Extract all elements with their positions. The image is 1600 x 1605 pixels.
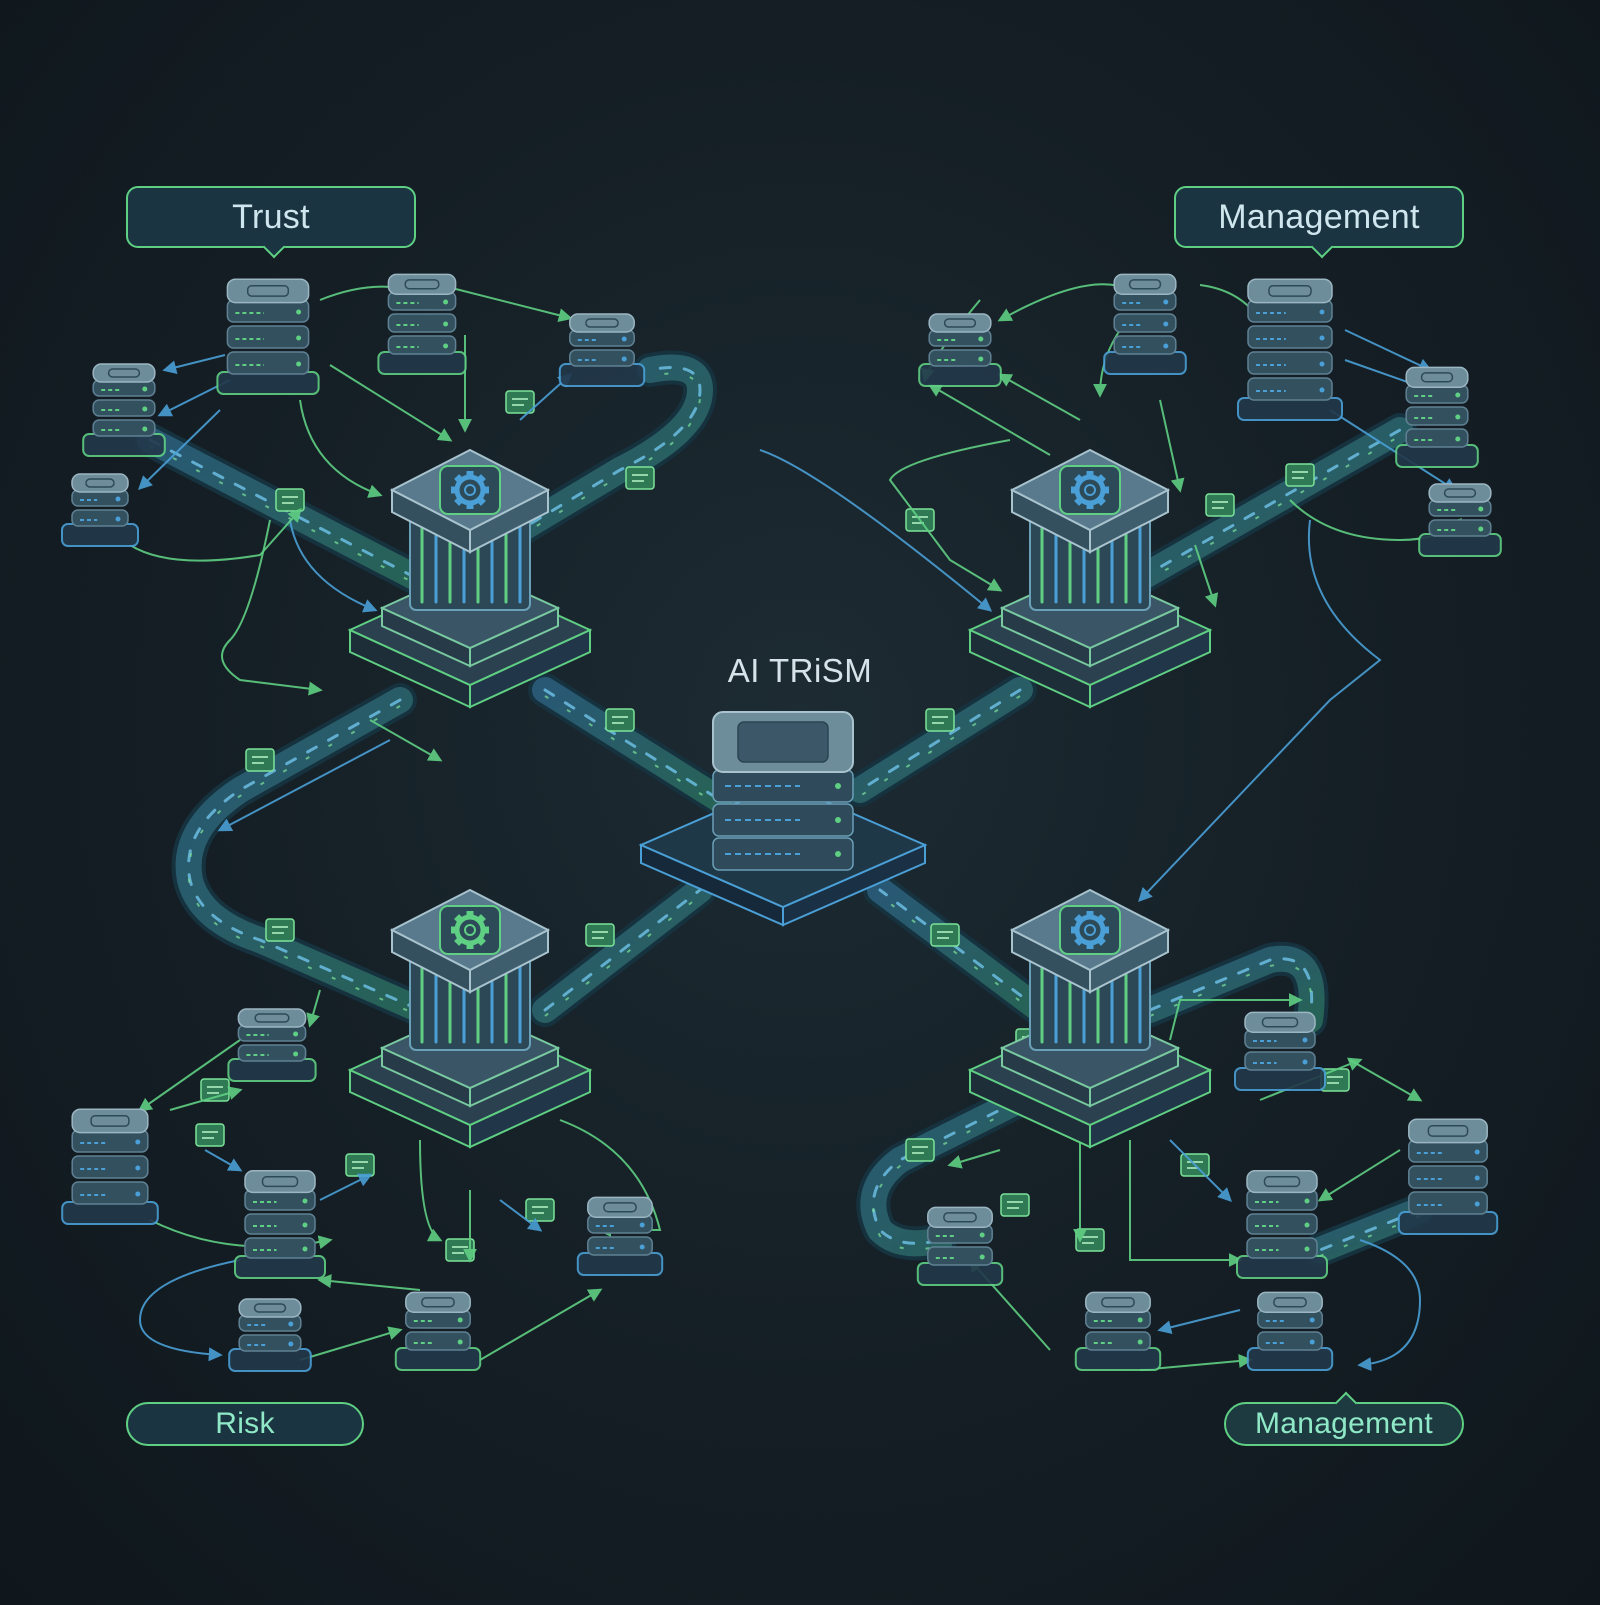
server-icon (62, 1109, 158, 1224)
management-label-bottom: Management (1224, 1402, 1464, 1446)
connector-arrow (1170, 1140, 1230, 1200)
diagram-title: AI TRiSM (690, 652, 910, 690)
server-icon (396, 1292, 480, 1370)
risk-label: Risk (126, 1402, 364, 1446)
connector-arrow (205, 1150, 240, 1170)
server-icon (1396, 367, 1478, 467)
management-label-top-text: Management (1218, 198, 1419, 237)
gear-icon (1060, 906, 1120, 954)
connector-arrow (330, 365, 450, 440)
server-icon (1237, 1171, 1327, 1278)
server-icon (235, 1171, 325, 1278)
data-packet (526, 1199, 554, 1221)
data-packet (1286, 464, 1314, 486)
pillar-management-bottom (970, 890, 1210, 1147)
connector-arrow (480, 1290, 600, 1360)
server-icon (1248, 1292, 1332, 1370)
pipeline-left-loop (189, 700, 420, 1016)
server-icon (1076, 1292, 1160, 1370)
connector-arrow (320, 1175, 370, 1200)
server-icon (1238, 279, 1342, 420)
trust-label: Trust (126, 186, 416, 248)
server-icon (228, 1009, 315, 1081)
gear-icon (440, 906, 500, 954)
pipeline-center-tl (545, 690, 720, 806)
management-label-top: Management (1174, 186, 1464, 248)
connector-arrow (300, 1330, 400, 1360)
connector-arrow (140, 1260, 240, 1355)
connector-arrow (1000, 375, 1080, 420)
data-packet (266, 919, 294, 941)
connector-arrow (300, 400, 380, 495)
connector-arrow (310, 990, 320, 1025)
data-packet (931, 924, 959, 946)
data-packet (1206, 494, 1234, 516)
server-icon (578, 1197, 662, 1275)
server-icon (560, 314, 644, 386)
data-packet (246, 749, 274, 771)
data-packet (606, 709, 634, 731)
data-packet (276, 489, 304, 511)
data-packet (626, 467, 654, 489)
risk-label-text: Risk (215, 1407, 275, 1441)
server-icon (217, 279, 318, 394)
gear-icon (1060, 466, 1120, 514)
server-icon (1399, 1119, 1497, 1234)
connector-arrow (320, 1280, 420, 1290)
server-icon (378, 274, 465, 374)
connector-arrow (165, 355, 225, 370)
connector-arrow (950, 1150, 1000, 1165)
data-packet (196, 1124, 224, 1146)
connector-arrow (222, 520, 320, 690)
nodes (62, 274, 1501, 1371)
connector-arrow (440, 285, 570, 318)
server-icon (229, 1299, 311, 1371)
server-icon (83, 364, 165, 456)
server-icon (1419, 484, 1501, 556)
data-packet (906, 1139, 934, 1161)
pipeline-center-tr (860, 690, 1020, 796)
server-icon (919, 314, 1001, 386)
connector-arrow (1360, 1240, 1420, 1365)
connector-arrow (760, 450, 990, 610)
data-packet (926, 709, 954, 731)
data-packet (586, 924, 614, 946)
server-icon (1235, 1012, 1325, 1090)
gear-icon (440, 466, 500, 514)
pipeline-trust-left (150, 440, 420, 586)
data-packet (346, 1154, 374, 1176)
server-icon (1104, 274, 1186, 374)
connector-arrow (420, 1140, 440, 1240)
pipeline-center-bl (545, 890, 700, 1016)
trust-label-text: Trust (232, 198, 310, 237)
connector-arrow (1160, 400, 1180, 490)
server-icon (62, 474, 138, 546)
connector-arrow (1160, 1310, 1240, 1330)
connector-arrow (370, 720, 440, 760)
data-packet (506, 391, 534, 413)
data-packet (1001, 1194, 1029, 1216)
connector-arrow (1350, 1060, 1420, 1100)
connector-arrow (1320, 1150, 1400, 1200)
connector-arrow (1000, 284, 1130, 320)
